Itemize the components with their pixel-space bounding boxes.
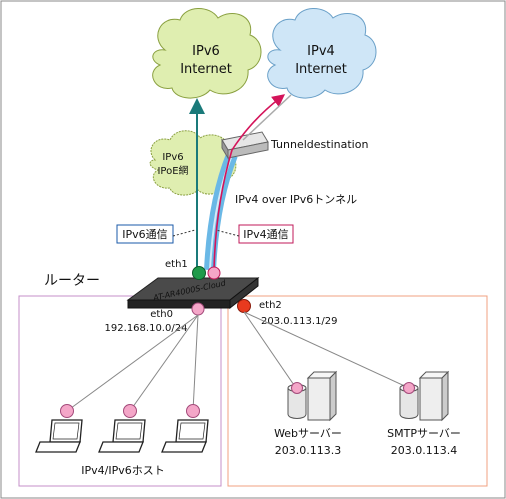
eth1-label: eth1	[165, 259, 188, 270]
lan-segment-box	[18, 295, 222, 487]
laptop-host-3	[161, 404, 209, 453]
ipv4-arrow-shadow	[242, 94, 292, 141]
laptop-host-1	[35, 404, 83, 453]
laptop-host-2	[98, 404, 146, 453]
eth2-label: eth2	[259, 300, 282, 311]
tunnel-destination-label: Tunneldestination	[270, 138, 368, 151]
ipoe-line2: IPoE網	[157, 164, 188, 177]
ipv4-comm-label: IPv4通信	[243, 228, 288, 241]
hosts-label: IPv4/IPv6ホスト	[81, 464, 164, 477]
eth0-port	[191, 302, 205, 316]
lan-link-1	[66, 314, 199, 412]
web-server-address: 203.0.113.3	[275, 444, 341, 457]
ipv6-internet-line2: Internet	[180, 62, 232, 77]
ipv6-comm-label: IPv6通信	[122, 228, 167, 241]
web-server-name: Webサーバー	[274, 427, 342, 440]
eth2-address: 203.0.113.1/29	[261, 316, 338, 327]
eth0-label: eth0	[150, 309, 173, 320]
ipv4-comm-callout: IPv4通信	[215, 224, 294, 244]
ipv4-traffic-arrow	[213, 94, 286, 271]
dmz-link-smtp	[243, 311, 410, 389]
ipoe-cloud: IPv6 IPoE網	[149, 130, 237, 196]
tunnel-label: IPv4 over IPv6トンネル	[235, 193, 357, 206]
lan-link-3	[192, 314, 199, 412]
eth2-port	[237, 299, 251, 313]
smtp-server	[399, 370, 450, 422]
dmz-segment-box	[227, 295, 488, 487]
lan-link-2	[129, 314, 199, 412]
ipv4-internet-line1: IPv4	[307, 44, 335, 59]
tunnel-destination-device	[221, 131, 269, 160]
ipoe-line1: IPv6	[162, 152, 183, 163]
ipv4-internet-cloud: IPv4 Internet	[267, 8, 377, 99]
dmz-link-web	[243, 311, 297, 389]
tunnel-port	[207, 266, 221, 280]
router-device: AT-AR4000S-Cloud	[126, 276, 260, 310]
ipv6-comm-callout: IPv6通信	[116, 224, 196, 244]
ipv4-internet-line2: Internet	[295, 62, 347, 77]
web-server	[287, 370, 338, 422]
smtp-server-name: SMTPサーバー	[387, 427, 461, 440]
eth0-address: 192.168.10.0/24	[105, 323, 188, 334]
eth1-port	[192, 266, 206, 280]
smtp-server-address: 203.0.113.4	[391, 444, 457, 457]
ipv6-internet-line1: IPv6	[192, 44, 220, 59]
router-title: ルーター	[44, 273, 100, 289]
ipv6-internet-cloud: IPv6 Internet	[152, 8, 262, 99]
